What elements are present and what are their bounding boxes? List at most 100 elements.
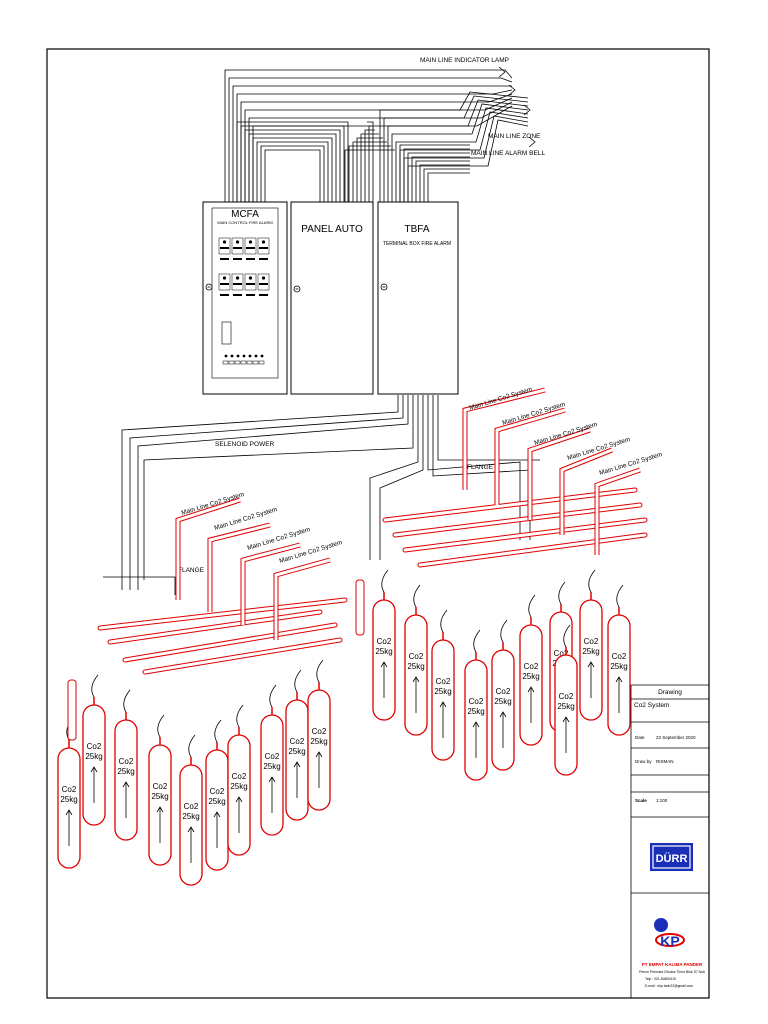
co2-cylinder <box>554 646 578 776</box>
cylinder-label: Co2 <box>119 757 134 766</box>
cylinder-label: Co2 <box>559 692 574 701</box>
cylinder-label: Co2 <box>265 752 280 761</box>
cylinder-capacity: 25kg <box>610 662 627 671</box>
co2-cylinder <box>227 726 251 856</box>
co2-main-line-label: Main Line Co2 System <box>214 506 279 532</box>
co2-cylinder <box>114 711 138 841</box>
cylinder-label: Co2 <box>554 649 569 658</box>
company-email: E-mail : ekp.tanb22@gmail.com <box>645 984 693 988</box>
pilot-cylinder-left <box>67 679 77 741</box>
tbfa-panel: TBFA TERMINAL BOX FIRE ALARM <box>377 201 459 395</box>
mcfa-subtitle: MAIN CONTROL FIRE ALARM <box>217 220 272 225</box>
circle-minus-icon <box>380 283 388 291</box>
cylinder-label: Co2 <box>87 742 102 751</box>
cylinder-capacity: 25kg <box>494 697 511 706</box>
cylinder-label: Co2 <box>469 697 484 706</box>
tbfa-title: TBFA <box>404 224 429 235</box>
durr-logo: DÜRR <box>650 843 693 871</box>
pilot-cylinder-right <box>355 579 365 636</box>
zone-line-label: MAIN LINE ZONE <box>488 133 541 140</box>
cylinder-label: Co2 <box>153 782 168 791</box>
company-phone: Telp : 021-84820415 <box>645 977 676 981</box>
co2-cylinder <box>179 756 203 886</box>
cylinder-label: Co2 <box>290 737 305 746</box>
co2-main-line-label: Main Line Co2 System <box>567 436 632 462</box>
solenoid-power-wiring <box>103 395 540 595</box>
cylinder-capacity: 25kg <box>288 747 305 756</box>
cylinder-capacity: 25kg <box>263 762 280 771</box>
mcfa-title: MCFA <box>231 209 259 220</box>
title-block <box>630 684 709 998</box>
cylinder-label: Co2 <box>496 687 511 696</box>
co2-cylinder <box>579 591 603 721</box>
scale-value: 1:100 <box>656 798 668 803</box>
co2-main-line-label: Main Line Co2 System <box>534 421 599 447</box>
circle-minus-icon <box>205 283 213 291</box>
cylinder-capacity: 25kg <box>151 792 168 801</box>
cylinder-capacity: 25kg <box>467 707 484 716</box>
co2-main-line-label: Main Line Co2 System <box>469 386 534 412</box>
co2-main-line-label: Main Line Co2 System <box>279 539 344 565</box>
co2-cylinder <box>148 736 172 866</box>
panel-auto: PANEL AUTO <box>290 201 374 395</box>
alarm-bell-line-label: MAIN LINE ALARM BELL <box>471 150 545 157</box>
zone-indicator-grid <box>218 237 270 296</box>
drawing-value: Co2 System <box>634 702 669 709</box>
cylinder-capacity: 25kg <box>60 795 77 804</box>
cylinder-capacity: 25kg <box>557 702 574 711</box>
cylinder-label: Co2 <box>62 785 77 794</box>
scale-label: Scale <box>635 798 647 803</box>
draw-by-label: Draw by <box>635 759 652 764</box>
cylinder-label: Co2 <box>524 662 539 671</box>
cylinder-label: Co2 <box>184 802 199 811</box>
durr-logo-text: DÜRR <box>656 852 688 865</box>
cylinder-label: Co2 <box>409 652 424 661</box>
date-label: Date <box>635 735 645 740</box>
co2-cylinder <box>82 696 106 826</box>
indicator-lamp-line-label: MAIN LINE INDICATOR LAMP <box>420 57 509 64</box>
date-value: 22 September 2020 <box>656 735 696 740</box>
cylinder-label: Co2 <box>584 637 599 646</box>
drawing-label: Drawing <box>658 689 682 696</box>
draw-by-value: RISMAN <box>656 759 674 764</box>
co2-cylinder <box>519 616 543 746</box>
co2-cylinder <box>260 706 284 836</box>
cylinder-capacity: 25kg <box>522 672 539 681</box>
cylinder-capacity: 25kg <box>182 812 199 821</box>
mcfa-panel: MCFA MAIN CONTROL FIRE ALARM <box>202 201 288 395</box>
cylinder-capacity: 25kg <box>117 767 134 776</box>
company-logo-text: KP <box>660 933 679 949</box>
co2-cylinder <box>491 641 515 771</box>
flange-label-right: FLANGE <box>467 464 494 471</box>
cylinder-label: Co2 <box>210 787 225 796</box>
company-name: PT EMPAT KALIMA PANDER <box>642 962 703 967</box>
cylinder-capacity: 25kg <box>310 737 327 746</box>
cylinder-capacity: 25kg <box>582 647 599 656</box>
panel-auto-title: PANEL AUTO <box>301 224 363 235</box>
cylinder-capacity: 25kg <box>230 782 247 791</box>
cylinder-capacity: 25kg <box>208 797 225 806</box>
co2-cylinder <box>607 606 631 736</box>
co2-cylinder <box>205 741 229 871</box>
cylinder-label: Co2 <box>377 637 392 646</box>
co2-cylinder <box>431 631 455 761</box>
status-led-row <box>222 354 265 365</box>
co2-cylinder <box>464 651 488 781</box>
solenoid-power-label: SELENOID POWER <box>215 441 275 448</box>
flange-label-left: FLANGE <box>178 567 205 574</box>
cylinder-capacity: 25kg <box>407 662 424 671</box>
tbfa-subtitle: TERMINAL BOX FIRE ALARM <box>383 241 451 247</box>
company-logo: KP <box>654 918 685 949</box>
cylinder-capacity: 25kg <box>375 647 392 656</box>
cylinder-label: Co2 <box>232 772 247 781</box>
cylinder-label: Co2 <box>612 652 627 661</box>
co2-cylinder <box>372 591 396 721</box>
co2-cylinder <box>404 606 428 736</box>
co2-cylinder <box>285 691 309 821</box>
circle-minus-icon <box>293 285 301 293</box>
cylinder-capacity: 25kg <box>85 752 102 761</box>
sheet-border <box>46 48 710 999</box>
